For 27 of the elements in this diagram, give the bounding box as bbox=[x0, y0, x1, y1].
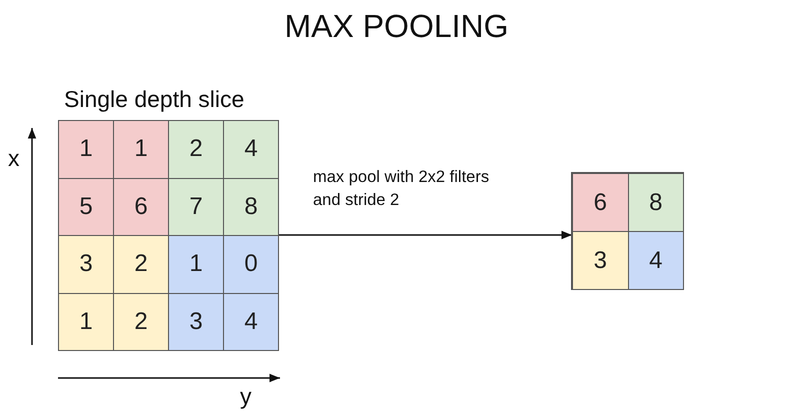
grid-cell: 6 bbox=[572, 173, 628, 232]
grid-cell: 1 bbox=[58, 120, 114, 178]
diagram-title: MAX POOLING bbox=[283, 8, 510, 45]
grid-cell: 3 bbox=[58, 235, 114, 294]
axis-label: x bbox=[8, 145, 20, 172]
grid-cell: 4 bbox=[223, 292, 279, 351]
grid-cell: 5 bbox=[58, 178, 114, 236]
grid-cell: 8 bbox=[223, 178, 279, 236]
grid-cell: 1 bbox=[168, 235, 224, 294]
grid-cell: 2 bbox=[113, 235, 169, 294]
axis-label: y bbox=[240, 383, 252, 410]
grid-cell: 1 bbox=[113, 120, 169, 178]
grid-cell: 2 bbox=[113, 292, 169, 351]
grid-heading: Single depth slice bbox=[64, 86, 244, 113]
grid-cell: 3 bbox=[572, 231, 628, 290]
grid-cell: 6 bbox=[113, 178, 169, 236]
grid-cell: 4 bbox=[223, 120, 279, 178]
grid-cell: 1 bbox=[58, 292, 114, 351]
grid-cell: 0 bbox=[223, 235, 279, 294]
grid-cell: 4 bbox=[628, 231, 684, 290]
grid-cell: 2 bbox=[168, 120, 224, 178]
output-grid bbox=[572, 173, 683, 289]
edge-label: max pool with 2x2 filters and stride 2 bbox=[313, 167, 490, 211]
arrow bbox=[278, 230, 572, 240]
grid-cell: 8 bbox=[628, 173, 684, 232]
grid-cell: 3 bbox=[168, 292, 224, 351]
grid-cell: 7 bbox=[168, 178, 224, 236]
